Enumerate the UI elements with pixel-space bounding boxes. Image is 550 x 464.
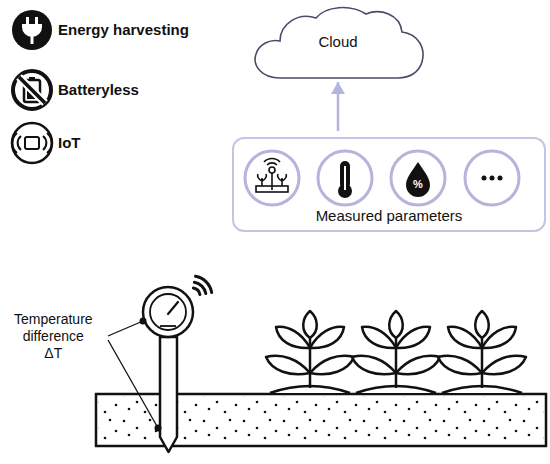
mini-plant — [278, 174, 287, 186]
icon-circle — [465, 151, 519, 205]
feature-label: IoT — [58, 134, 81, 151]
cloud-node: Cloud — [250, 6, 426, 80]
plug-prong — [26, 17, 29, 25]
leader-line — [108, 340, 158, 428]
wave-arc — [47, 133, 52, 153]
feature-label: Batteryless — [58, 81, 139, 98]
sensor-head — [143, 287, 193, 337]
plant — [352, 311, 440, 393]
slash-gap — [19, 77, 45, 103]
iot-icon — [12, 123, 52, 163]
leader-dot — [140, 318, 147, 325]
dot — [490, 176, 495, 181]
icon-circle — [12, 123, 52, 163]
leader-dot — [155, 425, 162, 432]
icon-circle — [245, 151, 299, 205]
plug-cord — [31, 35, 34, 44]
dot — [482, 176, 487, 181]
thermometer-line — [344, 166, 346, 190]
node-label: Cloud — [318, 33, 357, 50]
node-label: Measured parameters — [316, 207, 463, 224]
mini-probe — [271, 173, 273, 190]
icon-circle — [13, 71, 51, 109]
leader-lines — [108, 318, 162, 432]
gauge-dial — [150, 294, 186, 330]
icon-symbol: % — [406, 178, 430, 190]
more-dots — [482, 176, 503, 181]
mini-sensor — [269, 167, 275, 173]
wave-arc — [12, 133, 17, 153]
plug-prong — [35, 17, 38, 25]
dot — [498, 176, 503, 181]
mini-plant — [258, 174, 267, 186]
plant — [266, 311, 354, 393]
wifi-arc — [194, 282, 205, 293]
parameters-box: Measured parameters — [232, 137, 546, 232]
slash-line — [19, 77, 45, 103]
icon-circle — [12, 10, 52, 50]
sensor-probe — [143, 287, 193, 452]
icon-circle — [318, 151, 372, 205]
parameter-icons — [245, 151, 519, 205]
icon-circle — [391, 151, 445, 205]
flow-arrow — [337, 82, 340, 131]
cloud-shape — [255, 8, 423, 78]
humidity-drop — [406, 162, 430, 197]
plant — [438, 311, 526, 393]
battery-crossed-icon — [13, 71, 51, 109]
probe-stem — [160, 337, 177, 452]
gauge-base — [160, 325, 176, 327]
wifi-arc — [193, 288, 200, 295]
leader-line — [108, 321, 143, 336]
mini-wave — [264, 159, 280, 165]
thermometer-icon — [338, 161, 352, 198]
feature-label: Energy harvesting — [58, 21, 189, 38]
wave-arc — [18, 136, 21, 150]
thermometer-tube — [340, 161, 350, 189]
gauge-needle — [168, 302, 178, 314]
wifi-symbol — [193, 276, 211, 294]
wave-arc — [43, 136, 46, 150]
callout-label: Temperature difference ΔT — [14, 311, 93, 362]
soil-sensor-icon — [256, 159, 288, 192]
iot-chip — [25, 137, 39, 149]
wifi-arc — [196, 276, 212, 292]
plug-icon — [12, 10, 52, 50]
